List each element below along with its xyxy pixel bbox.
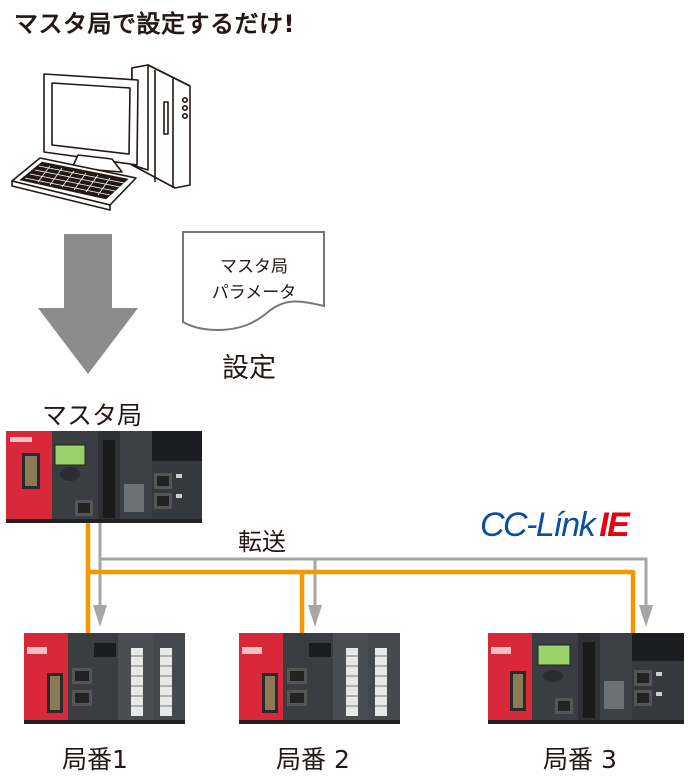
station-1-label: 局番1: [62, 745, 128, 774]
master-station-label: マスタ局: [42, 401, 143, 430]
transfer-label: 転送: [238, 528, 286, 556]
down-arrow-icon: [38, 234, 138, 374]
parameter-doc-line-1: マスタ局: [220, 257, 288, 277]
logo-ie-text: IE: [599, 506, 630, 544]
parameter-document: マスタ局 パラメータ: [196, 254, 312, 306]
cc-link-ie-cable: [85, 522, 636, 634]
station-3-label: 局番 3: [543, 745, 617, 774]
parameter-document-icon: [182, 231, 325, 332]
transfer-lines: [98, 522, 648, 612]
transfer-arrowheads: [93, 605, 653, 627]
station-3-plc-icon: [488, 633, 684, 724]
headline: マスタ局で設定するだけ!: [14, 10, 295, 38]
station-2-label: 局番 2: [276, 745, 350, 774]
master-plc-icon: [6, 431, 202, 523]
station-2-plc-icon: [239, 633, 400, 724]
desktop-computer-icon: [11, 64, 191, 211]
logo-cc-link-text: CC-Línk: [480, 506, 596, 544]
setting-caption: 設定: [222, 353, 276, 384]
parameter-doc-line-2: パラメータ: [211, 283, 297, 303]
station-1-plc-icon: [24, 633, 185, 724]
